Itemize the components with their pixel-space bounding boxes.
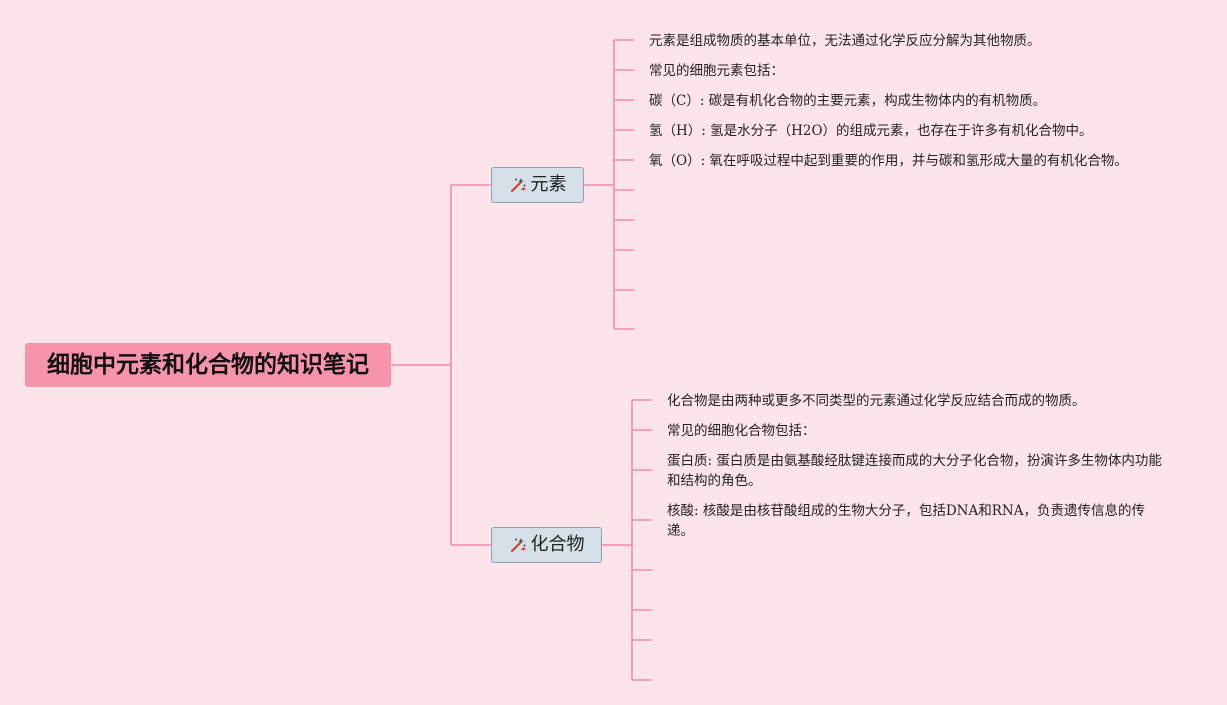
- sparkle-wand-icon: [510, 178, 526, 192]
- leaf-topic[interactable]: 化合物是由两种或更多不同类型的元素通过化学反应结合而成的物质。: [667, 393, 1086, 409]
- leaf-topic[interactable]: 氧（O）: 氧在呼吸过程中起到重要的作用，并与碳和氢形成大量的有机化合物。: [649, 153, 1128, 169]
- sparkle-wand-icon: [510, 538, 526, 552]
- branch-label: 元素: [530, 174, 567, 195]
- branch-label: 化合物: [530, 534, 585, 555]
- leaf-topic[interactable]: 元素是组成物质的基本单位，无法通过化学反应分解为其他物质。: [649, 33, 1041, 49]
- root-topic[interactable]: 细胞中元素和化合物的知识笔记: [25, 343, 391, 387]
- branch-topic-elements[interactable]: 元素: [491, 167, 584, 203]
- leaf-topic[interactable]: 常见的细胞化合物包括：: [667, 423, 816, 439]
- branch-topic-compounds[interactable]: 化合物: [491, 527, 602, 563]
- leaf-topic[interactable]: 常见的细胞元素包括：: [649, 63, 784, 79]
- leaf-topic[interactable]: 核酸: 核酸是由核苷酸组成的生物大分子，包括DNA和RNA，负责遗传信息的传递。: [667, 503, 1145, 539]
- leaf-topic[interactable]: 碳（C）: 碳是有机化合物的主要元素，构成生物体内的有机物质。: [649, 93, 1047, 109]
- leaf-topic[interactable]: 蛋白质: 蛋白质是由氨基酸经肽键连接而成的大分子化合物，扮演许多生物体内功能和结…: [667, 453, 1162, 489]
- root-title: 细胞中元素和化合物的知识笔记: [47, 352, 369, 378]
- leaf-topic[interactable]: 氢（H）: 氢是水分子（H2O）的组成元素，也存在于许多有机化合物中。: [649, 123, 1093, 139]
